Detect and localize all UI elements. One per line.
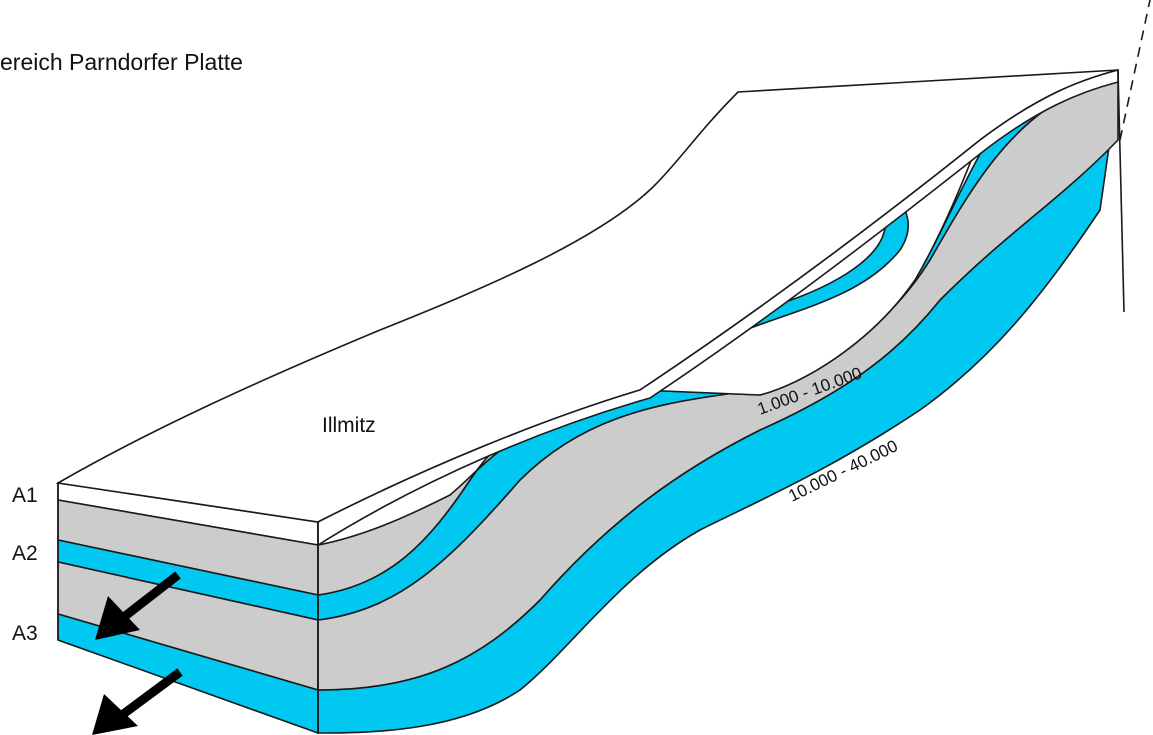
layer-label-a1: A1 [12, 484, 38, 507]
layer-label-a3: A3 [12, 622, 38, 645]
flow-arrow-icon [92, 668, 183, 735]
diagram-title: ereich Parndorfer Platte [0, 49, 243, 75]
layer-label-a2: A2 [12, 542, 38, 565]
place-label: Illmitz [322, 414, 376, 437]
right-edge [1117, 69, 1125, 313]
flow-arrow-icon [95, 571, 181, 640]
fault-dashed-line [1119, 0, 1151, 141]
